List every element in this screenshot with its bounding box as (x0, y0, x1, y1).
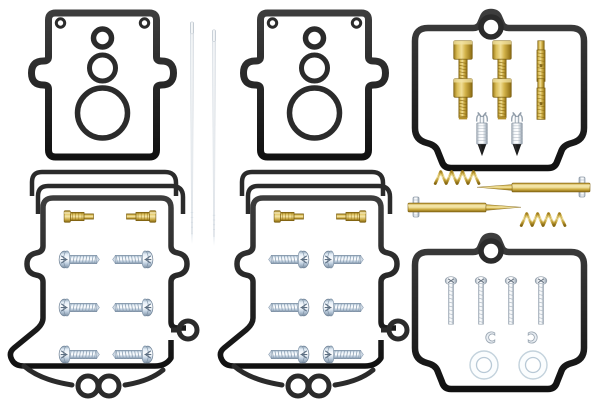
part-o-ring-1 (469, 350, 499, 380)
gasket-back-edge-1 (252, 169, 386, 196)
part-bowl-gasket-bottom-right (411, 232, 588, 393)
gasket-right-ear-hole (176, 318, 200, 342)
part-pilot-jet-2 (536, 78, 546, 120)
gasket-bottom-curve (231, 363, 376, 388)
part-bowl-gasket-top-right (411, 8, 588, 172)
gasket-bottom-curve (21, 363, 166, 388)
gasket-back-edge-2 (258, 183, 393, 214)
gasket-bottom-hole-2 (306, 373, 332, 399)
gasket-center-hole (478, 14, 504, 40)
gasket-outline (411, 232, 588, 393)
part-o-ring-2 (518, 350, 548, 380)
gasket-front-outline (7, 195, 190, 369)
gasket-bottom-hole-2 (96, 373, 122, 399)
gasket-back-edge-2b (35, 183, 49, 214)
gasket-back-edge-2 (48, 183, 186, 214)
part-pilot-jet-1 (536, 40, 546, 82)
gasket-back-edge-1 (42, 169, 179, 196)
gasket-front-outline (217, 195, 400, 369)
part-carb-body-gasket-middle-stack (217, 169, 410, 399)
gasket-back-edge-1b (239, 169, 253, 196)
gasket-center-hole (478, 238, 504, 264)
gasket-right-ear-hole (386, 318, 410, 342)
gasket-back-edge-2b (245, 183, 259, 214)
part-carb-body-gasket-left-stack (7, 169, 200, 399)
gasket-back-edge-1b (29, 169, 43, 196)
gasket-outline (411, 8, 588, 172)
